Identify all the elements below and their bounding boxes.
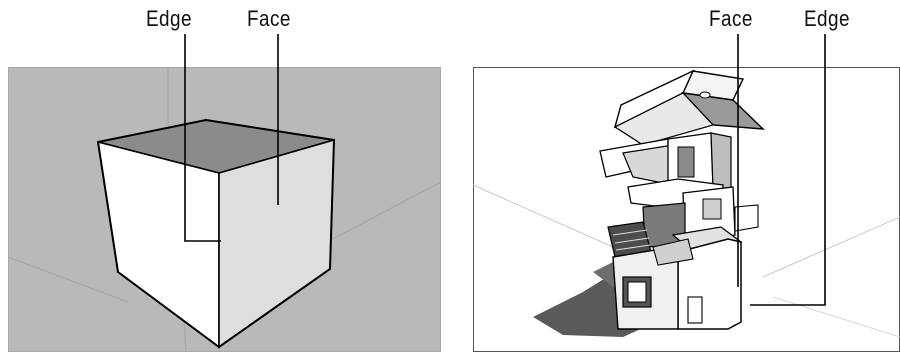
roof-skylight <box>699 91 711 99</box>
stair-step <box>614 237 650 244</box>
edge-leader-left <box>184 34 221 242</box>
axis-line <box>472 184 614 248</box>
cube-viewport <box>7 66 442 353</box>
house-viewport <box>472 67 900 352</box>
face-label-left: Face <box>247 6 291 31</box>
edge-label-right: Edge <box>804 6 850 31</box>
axis-line <box>762 216 900 278</box>
stair-step <box>612 229 648 236</box>
ground-door <box>687 296 703 324</box>
ground-window-pane <box>627 281 647 303</box>
cube-outline <box>97 118 336 349</box>
side-fin <box>734 204 759 232</box>
cube-illustration <box>7 66 442 353</box>
edge-leader-right <box>750 34 826 306</box>
axis-line <box>772 296 900 338</box>
face-label-right: Face <box>709 6 753 31</box>
edge-label-left: Edge <box>146 6 192 31</box>
stair-step <box>615 244 651 251</box>
axis-line <box>7 256 129 303</box>
house-illustration <box>472 67 900 352</box>
roof-underside <box>613 92 715 146</box>
upper-door <box>677 146 695 178</box>
mid-window <box>702 198 722 220</box>
ground-canopy <box>652 238 694 266</box>
